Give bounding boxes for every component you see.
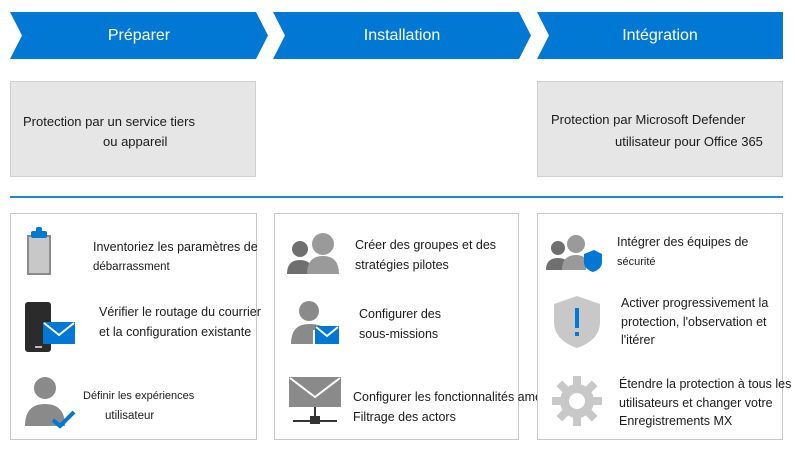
step-user-experience: Définir les expériences utilisateur (83, 390, 195, 422)
clipboard-icon (27, 227, 51, 275)
install-steps-panel: Créer des groupes et des stratégies pilo… (274, 213, 579, 440)
third-party-line1: Protection par un service tiers (23, 114, 195, 129)
section-divider (10, 196, 783, 198)
step-verify-routing: Vérifier le routage du courrier et la co… (99, 305, 261, 339)
user-check-icon (25, 377, 76, 429)
step-enhanced-filtering: Configurer les fonctionnalités améliorée… (353, 390, 579, 424)
people-group-icon (287, 233, 339, 274)
phase-chevron-integrate: Intégration (537, 12, 783, 59)
user-mail-icon (291, 301, 339, 344)
step-inventory: Inventoriez les paramètres de débarrassm… (93, 240, 258, 273)
integrate-steps-panel: Intégrer des équipes de sécurité Activer… (537, 213, 791, 440)
phase-label-integrate: Intégration (622, 27, 698, 44)
people-shield-icon (546, 235, 602, 272)
step-extend-protection: Étendre la protection à tous les utilisa… (619, 377, 792, 428)
phase-chevron-prepare: Préparer (10, 12, 268, 59)
protection-third-party-box: Protection par un service tiers ou appar… (10, 81, 256, 177)
third-party-line2: ou appareil (103, 134, 168, 149)
gear-icon (552, 376, 602, 426)
phase-label-install: Installation (363, 27, 441, 44)
step-integrate-secops: Intégrer des équipes de sécurité (617, 235, 749, 268)
step-configure-submissions: Configurer des sous-missions (359, 307, 441, 341)
phase-chevron-install: Installation (273, 12, 531, 59)
phone-mail-icon (25, 302, 75, 352)
step-create-groups: Créer des groupes et des stratégies pilo… (355, 238, 497, 272)
prepare-steps-panel: Inventoriez les paramètres de débarrassm… (10, 213, 261, 440)
mail-network-icon (289, 377, 341, 424)
defender-line1: Protection par Microsoft Defender (551, 112, 746, 127)
defender-line2: utilisateur pour Office 365 (615, 134, 763, 149)
protection-defender-box: Protection par Microsoft Defender utilis… (537, 81, 783, 177)
step-activate-protection: Activer progressivement la protection, l… (621, 296, 769, 347)
phase-label-prepare: Préparer (107, 27, 171, 44)
shield-alert-icon (554, 296, 600, 348)
